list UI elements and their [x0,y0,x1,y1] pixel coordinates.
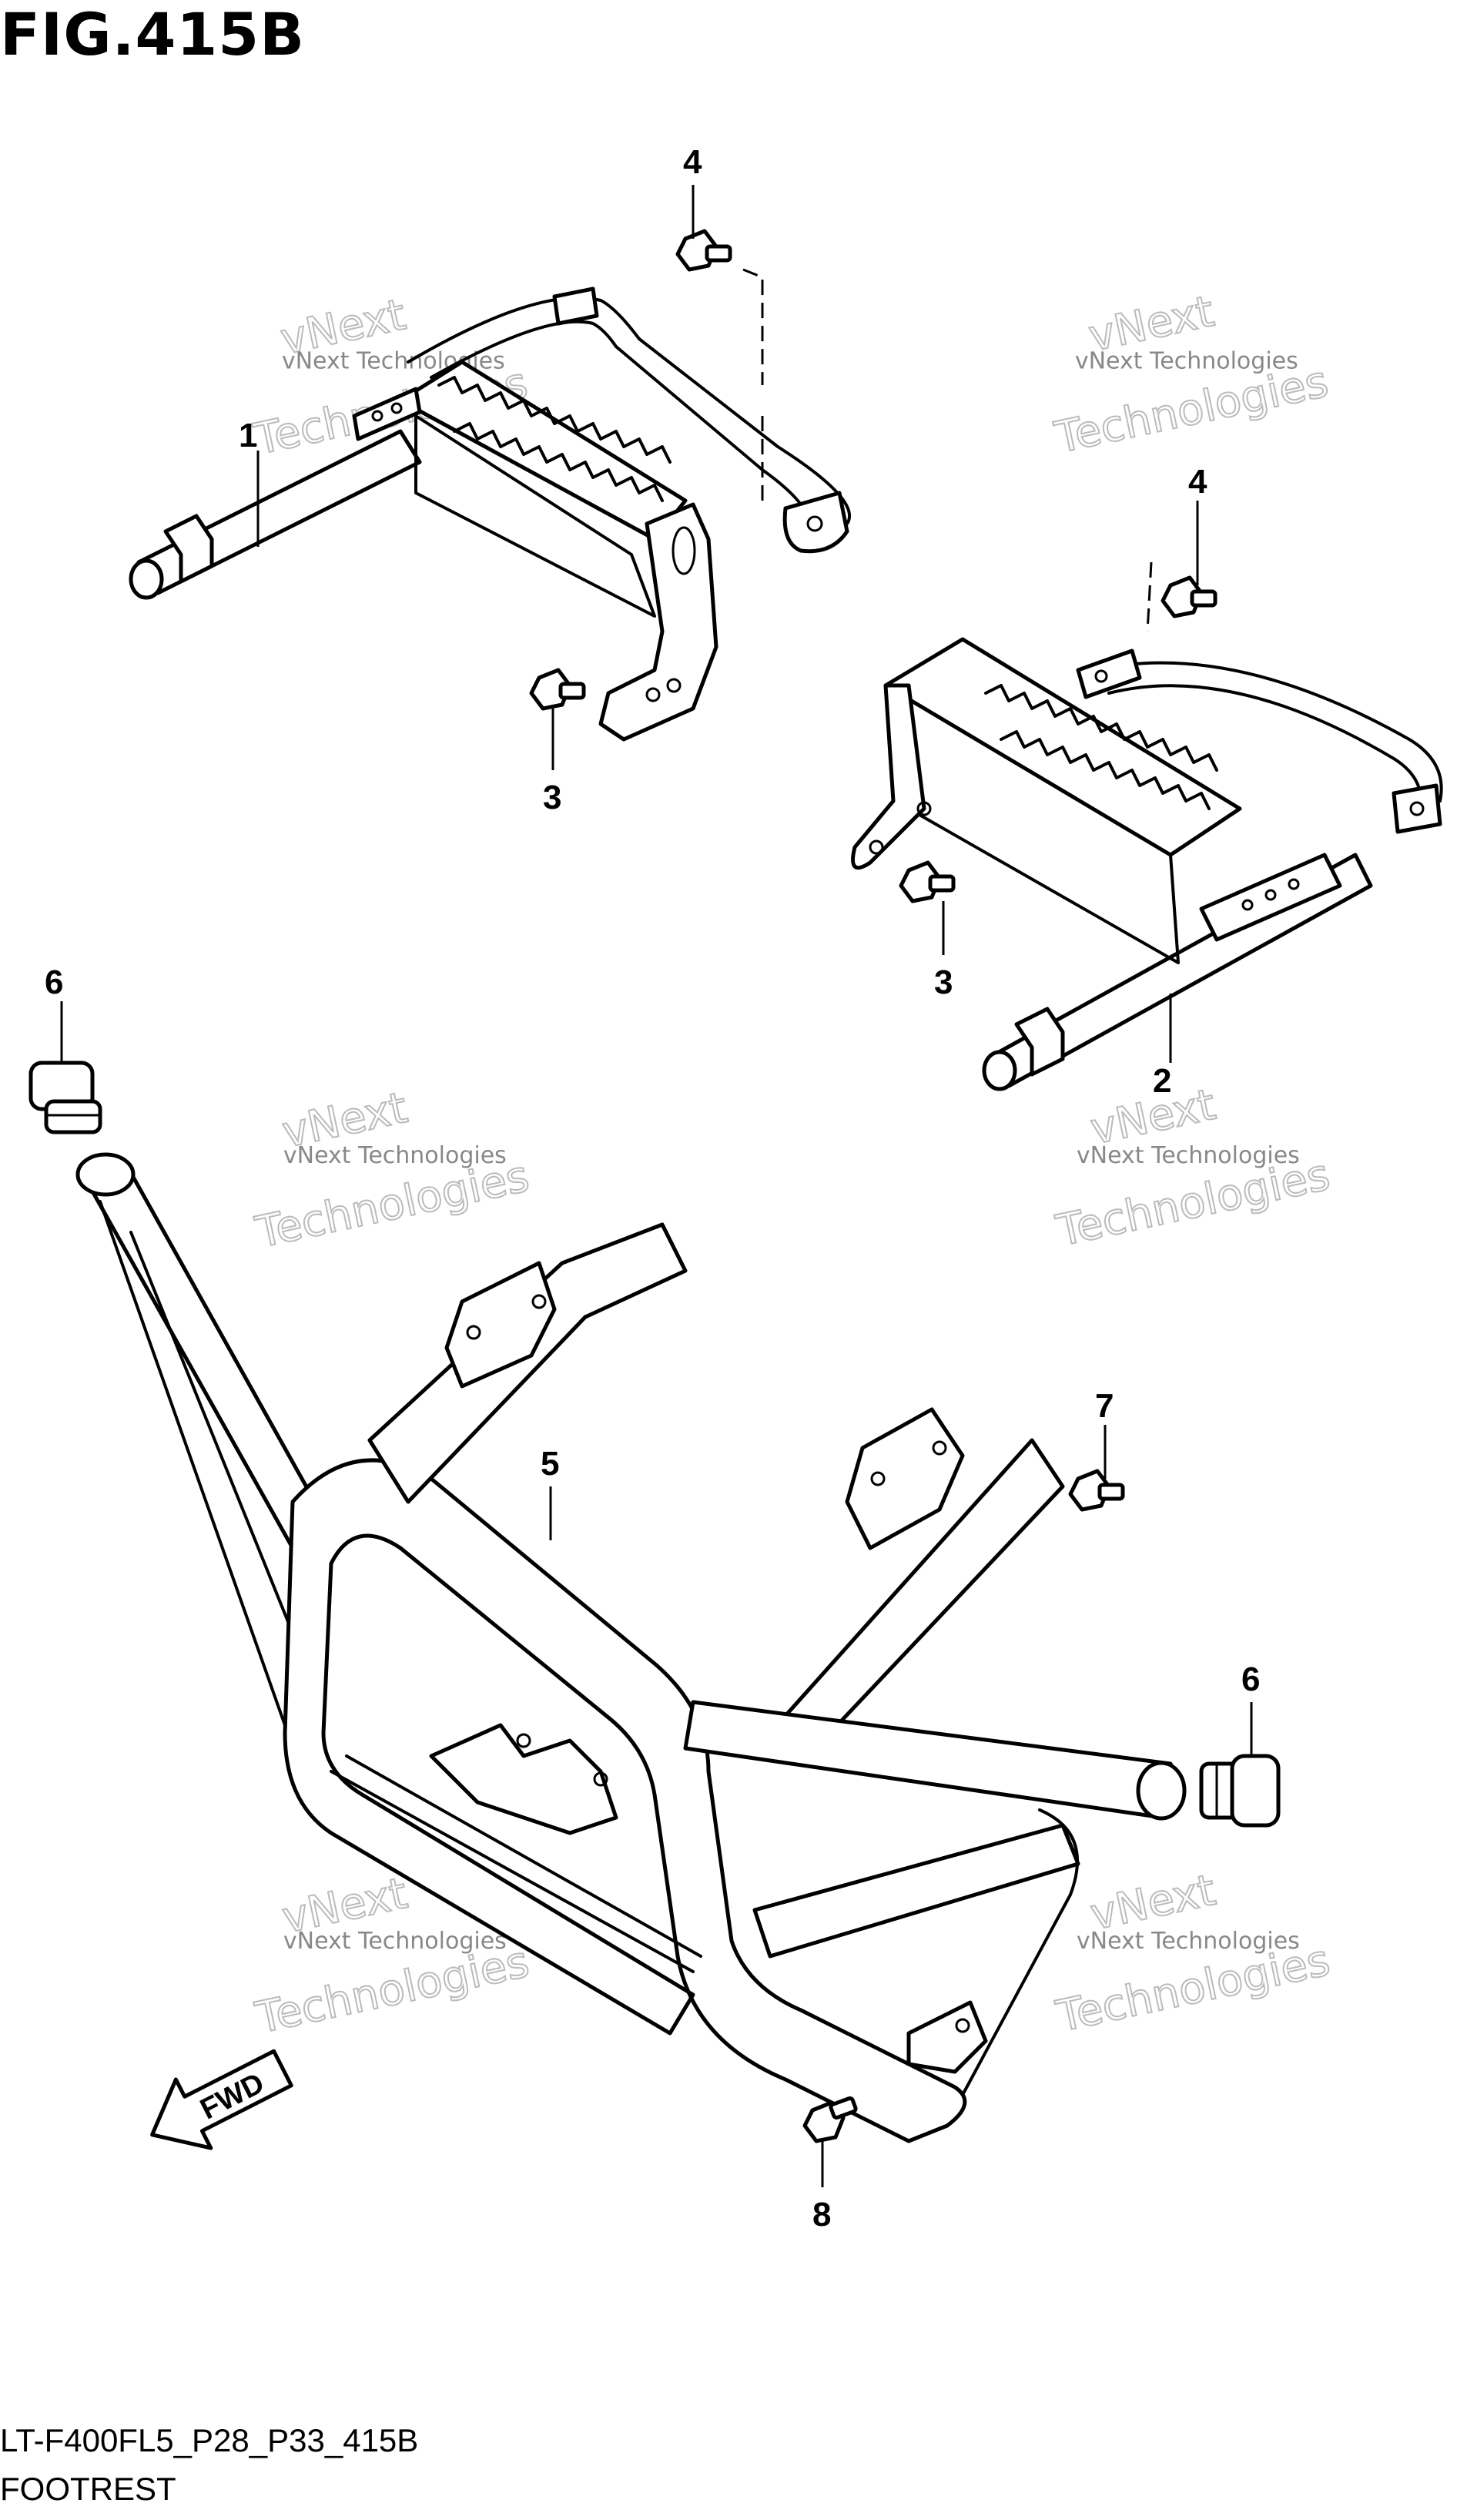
section-name: FOOTREST [0,2471,176,2507]
svg-text:vNext Technologies: vNext Technologies [1075,347,1298,374]
callout-4a: 4 [683,143,702,181]
footrest-left-part [129,287,852,742]
callout-3b: 3 [934,963,953,1001]
watermark-mid-left: vNext Technologies vNext Technologies [250,1082,534,1259]
callout-4b: 4 [1188,463,1207,501]
callout-6a: 6 [45,963,63,1001]
bolt-part-4b [1161,575,1217,618]
callout-7: 7 [1095,1387,1114,1425]
bolt-part-3a [529,668,586,711]
end-cap-part-6b [1199,1754,1281,1828]
callout-1: 1 [239,417,257,454]
figure-title: FIG.415B [0,0,306,69]
bolt-part-8 [802,2096,858,2143]
end-cap-part-6a [28,1061,102,1134]
bolt-part-7 [1068,1469,1125,1512]
forward-direction-arrow: FWD [150,2049,293,2150]
callout-2: 2 [1153,1062,1171,1100]
svg-text:vNext Technologies: vNext Technologies [1077,1928,1300,1955]
watermark-mid-right: vNext Technologies vNext Technologies [1051,1079,1335,1258]
callout-3a: 3 [543,779,561,816]
svg-text:vNext Technologies: vNext Technologies [283,1928,507,1955]
bolt-part-3b [899,860,956,903]
diagram-code: LT-F400FL5_P28_P33_415B [0,2422,419,2458]
footrest-guard-frame-part [75,1152,1187,2143]
svg-text:vNext Technologies: vNext Technologies [283,1142,507,1169]
callout-8: 8 [812,2196,831,2233]
svg-text:vNext Technologies: vNext Technologies [1077,1142,1300,1169]
watermark-bottom-right: vNext Technologies vNext Technologies [1051,1865,1335,2043]
footrest-right-part [851,637,1443,1091]
watermark-top-right: vNext Technologies vNext Technologies [1050,286,1333,464]
callout-5: 5 [541,1445,559,1483]
callout-6b: 6 [1241,1660,1260,1698]
leader-lines [60,185,1253,2187]
bolt-part-4a [675,229,732,272]
